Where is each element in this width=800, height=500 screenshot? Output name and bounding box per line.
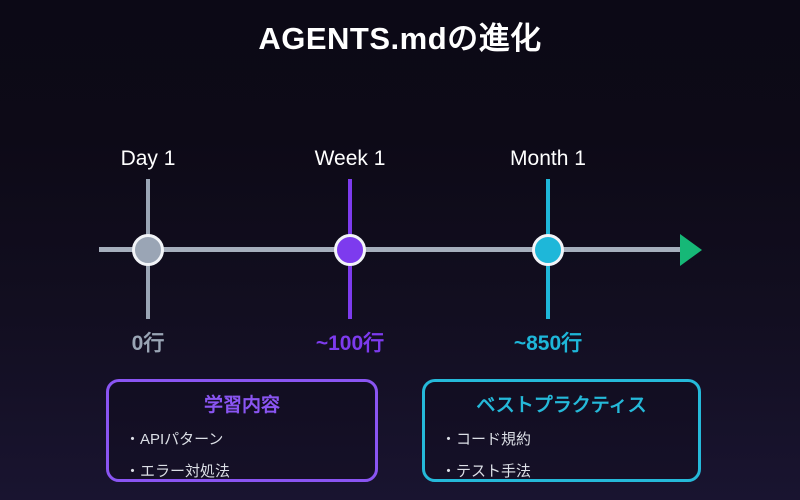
milestone-value: ~850行 xyxy=(513,332,583,355)
list-item: ・エラー対処法 xyxy=(125,463,231,480)
timeline-axis xyxy=(99,247,685,252)
learning-content-box-title: 学習内容 xyxy=(203,395,280,416)
best-practices-box-title: ベストプラクティス xyxy=(476,395,647,416)
milestone-value: 0行 xyxy=(131,332,165,355)
milestone-dot xyxy=(532,234,564,266)
learning-content-box: 学習内容 ・APIパターン ・エラー対処法 xyxy=(106,379,378,482)
list-item: ・テスト手法 xyxy=(441,463,532,480)
best-practices-box: ベストプラクティス ・コード規約 ・テスト手法 xyxy=(422,379,701,482)
milestone-label: Month 1 xyxy=(510,147,586,170)
milestone-dot xyxy=(132,234,164,266)
timeline-arrow-icon xyxy=(680,234,702,266)
page-title: AGENTS.mdの進化 xyxy=(258,21,542,56)
list-item: ・コード規約 xyxy=(441,431,532,448)
milestone-label: Day 1 xyxy=(120,147,176,170)
milestone-dot xyxy=(334,234,366,266)
milestone-value: ~100行 xyxy=(315,332,385,355)
list-item: ・APIパターン xyxy=(125,431,224,448)
milestone-label: Week 1 xyxy=(314,147,386,170)
